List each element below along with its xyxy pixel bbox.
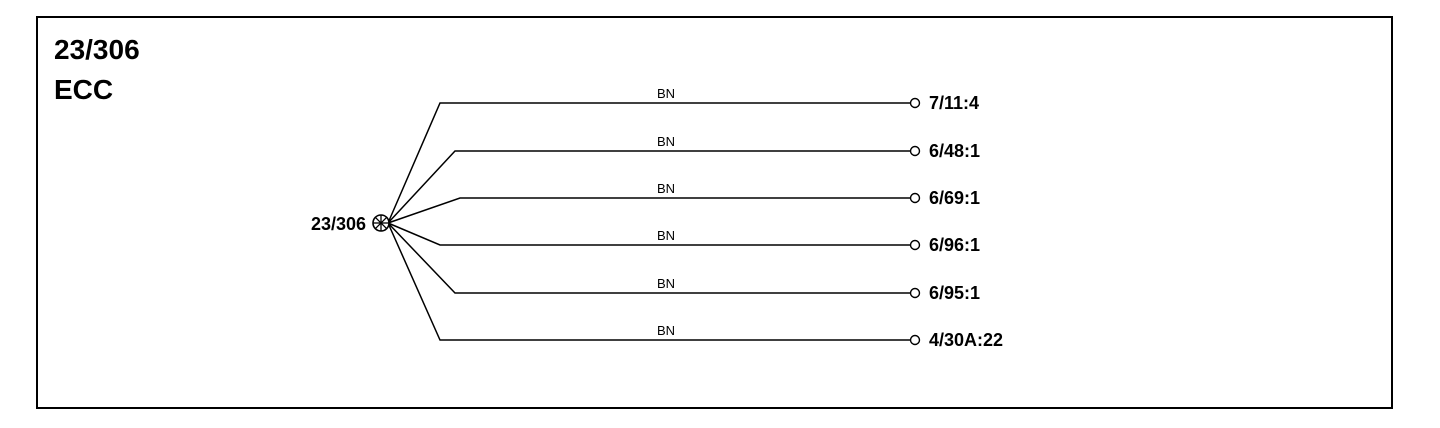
wire-color-label: BN (657, 181, 675, 196)
terminal-icon (909, 334, 921, 346)
module-name-title: ECC (54, 74, 114, 105)
destination-label: 7/11:4 (929, 93, 979, 113)
wire-line (387, 222, 910, 294)
splice-label: 23/306 (311, 214, 366, 234)
wire-line (387, 102, 910, 224)
destination-label: 6/96:1 (929, 235, 980, 255)
wire: BN 6/69:1 (387, 181, 980, 224)
wire-color-label: BN (657, 86, 675, 101)
destination-label: 6/69:1 (929, 188, 980, 208)
wire-color-label: BN (657, 134, 675, 149)
terminal-icon (909, 287, 921, 299)
diagram-frame (36, 16, 1393, 409)
wire-line (387, 150, 910, 224)
wire-color-label: BN (657, 323, 675, 338)
wire-color-label: BN (657, 276, 675, 291)
wire-line (387, 222, 910, 246)
terminal-icon (909, 192, 921, 204)
connector-id-title: 23/306 (54, 34, 140, 65)
splice-point: 23/306 (311, 214, 390, 234)
destination-label: 6/48:1 (929, 141, 980, 161)
wire: BN 6/96:1 (387, 222, 980, 255)
wire: BN 6/95:1 (387, 222, 980, 303)
terminal-icon (909, 239, 921, 251)
destination-label: 6/95:1 (929, 283, 980, 303)
destination-label: 4/30A:22 (929, 330, 1003, 350)
wire-line (387, 197, 910, 224)
wire-color-label: BN (657, 228, 675, 243)
terminal-icon (909, 145, 921, 157)
wire-line (387, 222, 910, 341)
terminal-icon (909, 97, 921, 109)
wire: BN 7/11:4 (387, 86, 979, 224)
wire: BN 6/48:1 (387, 134, 980, 224)
wire: BN 4/30A:22 (387, 222, 1003, 350)
